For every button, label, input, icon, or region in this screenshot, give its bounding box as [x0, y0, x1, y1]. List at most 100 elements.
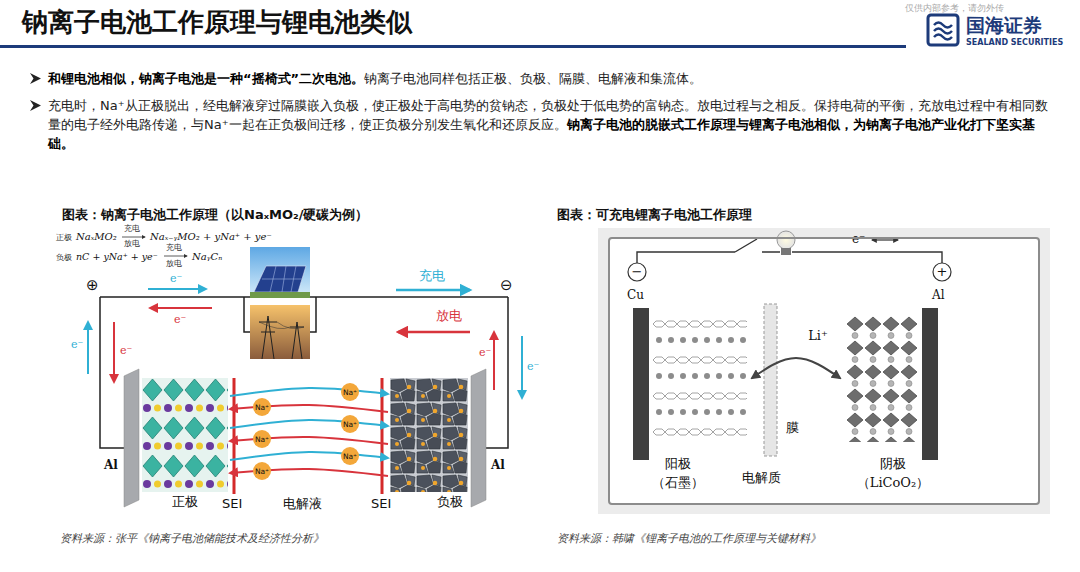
layered-oxide-cathode [142, 378, 228, 492]
ion-label: Li⁺ [806, 328, 830, 344]
sei-label: SEI [371, 496, 391, 512]
charge-discharge-arrow [396, 290, 470, 332]
solar-panel-photo [262, 266, 302, 292]
terminal-sign: − [632, 264, 643, 280]
equation-text: 负极 [56, 253, 72, 263]
title-rule [0, 45, 906, 48]
title-rule [0, 45, 906, 48]
charge-discharge-arrow [396, 289, 470, 292]
current-collector-plate [633, 308, 938, 460]
aluminium-collector [124, 369, 139, 507]
sodium-ion-dot: Na⁺ [253, 430, 271, 448]
sodium-ion-dot: Na⁺ [253, 462, 271, 480]
figure-title: 图表：钠离子电池工作原理（以NaₓMO₂/硬碳为例） [62, 207, 368, 223]
logo-icon [934, 23, 952, 40]
source-note: 资料来源：韩啸《锂离子电池的工作原理与关键材料》 [557, 532, 821, 546]
equation-text: NaᵧCₙ [192, 251, 222, 264]
electron-label: e⁻ [120, 344, 132, 358]
confidential-note: 仅供内部参考，请勿外传 [905, 3, 1004, 14]
separator: 膜 [760, 300, 810, 460]
node-label: 正极 [172, 494, 198, 511]
solar-panel-photo [250, 247, 310, 298]
electron-label: e⁻ [170, 272, 182, 286]
equation-text: NaₓMO₂ [76, 231, 117, 244]
bullet-marker [30, 100, 41, 111]
bullet-text: 钠离子电池同样包括正极、负极、隔膜、电解液和集流体。 [364, 71, 702, 86]
charge-discharge-arrow [398, 331, 470, 334]
discharge-label: 放电 [436, 308, 462, 324]
figure-ground [610, 239, 1038, 503]
light-bulb [777, 231, 795, 255]
sodium-ion-dot: Na⁺ [341, 415, 359, 433]
ion-migration-arrow [230, 452, 388, 460]
figure-ground [598, 228, 1050, 514]
power-tower-photo [259, 322, 304, 329]
layered-oxide-cathode [142, 378, 228, 492]
bullet-paragraph: 和锂电池相似，钠离子电池是一种“摇椅式”二次电池。钠离子电池同样包括正极、负极、… [48, 69, 1058, 88]
solar-panel-photo [250, 247, 310, 298]
terminal-circle [933, 263, 951, 281]
equation-arrow [122, 237, 145, 238]
node-label: 阳极 [665, 456, 691, 473]
node-label: 负极 [437, 494, 463, 511]
equation-text: 放电 [166, 259, 182, 269]
licoo2-structure [846, 316, 918, 442]
graphite-layers [653, 318, 747, 438]
hard-carbon-anode [390, 378, 468, 492]
solar-panel-photo [254, 266, 306, 292]
terminal-sign: ⊕ [86, 276, 99, 295]
aluminium-collector [471, 369, 486, 507]
equation-text: 充电 [166, 243, 182, 253]
electron-label: e⁻ [71, 338, 83, 352]
collector-label: Al [491, 458, 505, 473]
ion-migration-arrow [230, 420, 388, 428]
company-logo-text: 国海证券 [966, 14, 1042, 38]
power-tower-photo [250, 305, 310, 359]
electron-flow-arrow [493, 332, 495, 390]
power-tower-photo [250, 305, 310, 359]
sodium-ion-dot: Na⁺ [253, 398, 271, 416]
company-logo-text: SEALAND SECURITIES [966, 38, 1063, 48]
figure-ground [598, 228, 1050, 514]
licoo2-structure [846, 316, 918, 442]
bullet-text: 和锂电池相似，钠离子电池是一种“摇椅式”二次电池。 [48, 71, 364, 86]
cell-panel: 电解质阳极（石墨）膜阴极（LiCoO₂） [608, 237, 1040, 505]
collector-label: Al [932, 288, 945, 303]
electrolyte-label: 电解液 [283, 496, 322, 512]
electron-arrow [872, 240, 898, 241]
light-bulb [777, 231, 795, 249]
terminal-circle [628, 263, 951, 281]
slide-title: 钠离子电池工作原理与锂电池类似 [22, 6, 412, 39]
power-tower-photo [259, 316, 304, 359]
equation-arrow [164, 256, 187, 257]
logo-icon [928, 15, 958, 45]
ion-migration-arrow [752, 358, 840, 378]
electron-arrow [872, 239, 898, 240]
charge-label: 充电 [419, 268, 445, 284]
anode-block: 负极 [388, 372, 472, 515]
hard-carbon-anode [390, 378, 468, 492]
separator-membrane [764, 304, 777, 456]
equation-text: 放电 [124, 239, 140, 249]
sodium-ion-dot: Na⁺ [341, 383, 359, 401]
graphite-layers [653, 318, 747, 438]
terminal-circle [628, 263, 646, 281]
electron-flow-arrow [113, 322, 115, 382]
light-bulb [781, 248, 791, 255]
equation-text: 正极 [56, 233, 72, 243]
bullet-marker [30, 73, 41, 84]
sei-label: SEI [222, 496, 242, 512]
node-label: （LiCoO₂） [857, 475, 929, 492]
node-label: 阴极 [880, 456, 906, 473]
node-label: 电解质 [742, 470, 781, 487]
electron-flow-arrow [150, 307, 212, 309]
licoo2-cathode: 阴极 （LiCoO₂） [840, 306, 946, 498]
separator-membrane [764, 304, 777, 456]
electron-label: e⁻ [527, 360, 539, 374]
terminal-sign: + [937, 264, 948, 280]
equation-text: Naₓ₋ᵧMO₂ + yNa⁺ + ye⁻ [150, 231, 272, 244]
source-note: 资料来源：张平《钠离子电池储能技术及经济性分析》 [60, 532, 324, 546]
ion-migration-arrow [230, 388, 388, 396]
aluminium-collector [124, 369, 486, 507]
